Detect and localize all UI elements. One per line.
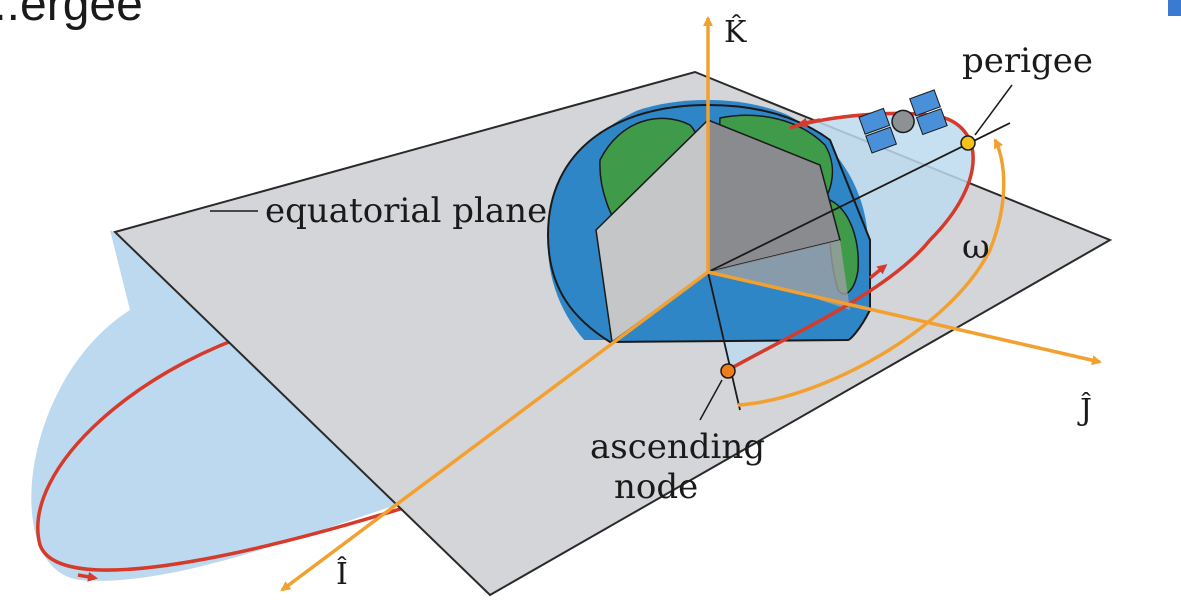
satellite-icon: [858, 89, 948, 154]
label-ascending: ascending: [590, 427, 765, 467]
earth-hemisphere: [546, 100, 871, 344]
orbit-arrow-top: [797, 117, 821, 128]
label-perigee: perigee: [962, 41, 1093, 81]
perigee-dot: [960, 135, 976, 151]
j-axis: [707, 270, 1102, 366]
node-leader: [699, 379, 723, 421]
orbit-arrow-right: [868, 264, 888, 280]
label-node: node: [614, 467, 698, 507]
i-axis: [280, 270, 710, 592]
label-omega: ω: [962, 227, 990, 267]
perigee-leader: [974, 84, 1013, 136]
orbit-lower-arc: [36, 320, 529, 572]
label-k-axis: K̂: [724, 15, 747, 50]
corner-mark: [1168, 0, 1181, 16]
label-i-axis: Î: [336, 556, 348, 592]
ascending-node-dot: [720, 363, 736, 379]
orbit-arrow-bottom: [77, 571, 98, 582]
header-text: ...ergee: [0, 0, 143, 31]
label-j-axis: Ĵ: [1077, 392, 1092, 428]
label-equatorial-plane: equatorial plane: [265, 191, 547, 231]
node-line: [707, 271, 741, 411]
omega-arc: [737, 138, 1006, 407]
perigee-radius-line: [707, 122, 1011, 273]
